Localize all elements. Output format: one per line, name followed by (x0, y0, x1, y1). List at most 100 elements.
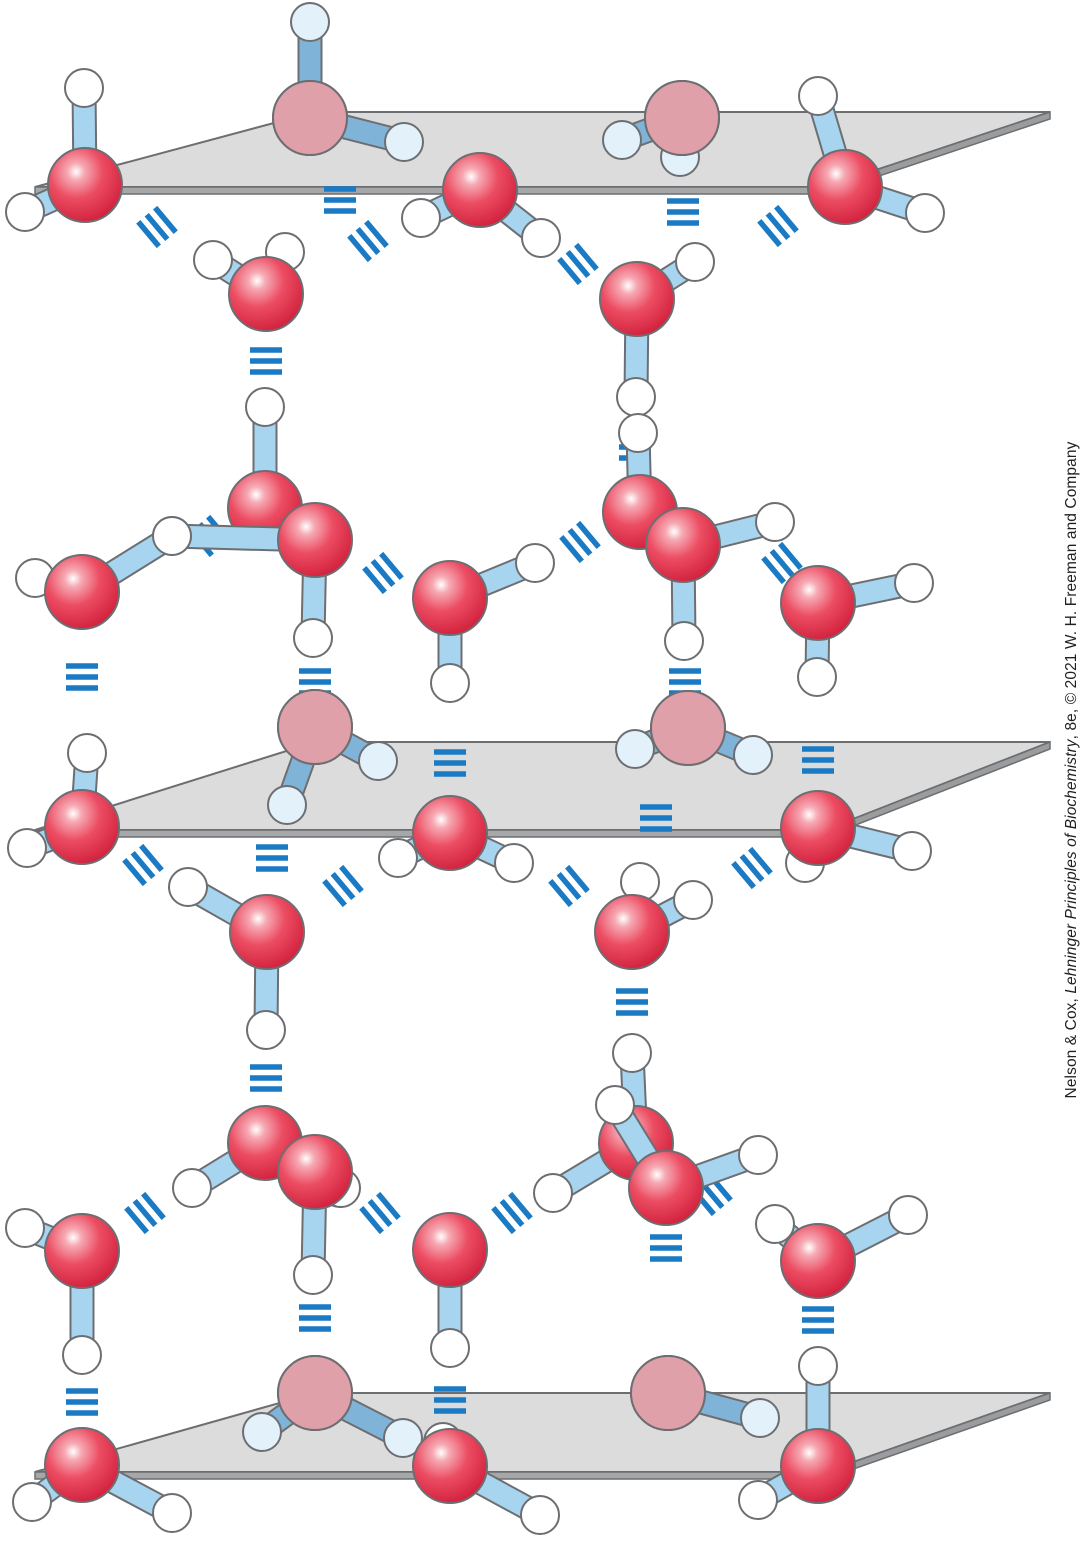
hydrogen-atom-icon (384, 122, 424, 162)
oxygen-atom-icon (44, 789, 120, 865)
oxygen-atom-icon (594, 894, 670, 970)
oxygen-atom-icon (780, 790, 856, 866)
hydrogen-atom-icon (515, 543, 555, 583)
hydrogen-atom-icon (797, 657, 837, 697)
hydrogen-bond-dash (130, 850, 156, 880)
hydrogen-bond-icon (66, 663, 98, 691)
hydrogen-bond-icon (434, 1386, 466, 1414)
hydrogen-bond-icon (757, 204, 799, 248)
oxygen-atom-icon (780, 565, 856, 641)
oxygen-atom-icon (229, 894, 305, 970)
hydrogen-bond-dash (364, 219, 389, 248)
hydrogen-atom-icon (738, 1480, 778, 1520)
oxygen-atom-icon (645, 507, 721, 583)
layer-plane-3 (34, 1392, 1051, 1473)
hydrogen-bond-dash (548, 879, 573, 908)
hydrogen-bond-dash (136, 220, 161, 249)
hydrogen-bond-dash (322, 879, 347, 908)
water-molecule (412, 1422, 560, 1535)
hydrogen-bond-dash (379, 551, 404, 580)
hydrogen-atom-icon (152, 1493, 192, 1533)
hydrogen-atom-icon (675, 242, 715, 282)
water-molecule (630, 1355, 780, 1438)
oxygen-atom-icon (630, 1355, 706, 1431)
oxygen-atom-icon (412, 1212, 488, 1288)
hydrogen-bond-dash (731, 861, 756, 890)
layer-plane-edge (34, 186, 826, 195)
hydrogen-atom-icon (755, 502, 795, 542)
hydrogen-bond-dash (499, 1198, 525, 1228)
hydrogen-bond-icon (256, 844, 288, 872)
hydrogen-atom-icon (430, 663, 470, 703)
hydrogen-bond-icon (616, 988, 648, 1016)
water-molecule (595, 1085, 778, 1226)
hydrogen-atom-icon (12, 1482, 52, 1522)
hydrogen-bond-icon (491, 1191, 533, 1235)
hydrogen-bond-dash (574, 242, 599, 271)
oxygen-atom-icon (277, 1355, 353, 1431)
hydrogen-atom-icon (612, 1033, 652, 1073)
water-molecule (272, 2, 424, 162)
water-molecule (12, 1427, 192, 1533)
hydrogen-bond-icon (122, 843, 164, 887)
oxygen-atom-icon (412, 560, 488, 636)
hydrogen-atom-icon (905, 193, 945, 233)
hydrogen-atom-icon (888, 1195, 928, 1235)
hydrogen-bond-icon (324, 186, 356, 214)
hydrogen-bond-dash (122, 858, 147, 887)
water-molecule (594, 862, 713, 970)
oxygen-atom-icon (599, 261, 675, 337)
hydrogen-atom-icon (430, 1328, 470, 1368)
oxygen-atom-icon (277, 689, 353, 765)
hydrogen-atom-icon (618, 413, 658, 453)
hydrogen-atom-icon (595, 1085, 635, 1125)
water-molecule (412, 1212, 488, 1368)
hydrogen-atom-icon (616, 377, 656, 417)
hydrogen-atom-icon (401, 198, 441, 238)
water-molecule (193, 232, 305, 332)
hydrogen-bond-dash (565, 864, 590, 893)
oxygen-atom-icon (277, 502, 353, 578)
hydrogen-atom-icon (7, 828, 47, 868)
hydrogen-bond-dash (556, 871, 582, 901)
layer-plane-1 (34, 111, 1051, 188)
hydrogen-atom-icon (193, 240, 233, 280)
hydrogen-atom-icon (755, 1204, 795, 1244)
hydrogen-atom-icon (5, 192, 45, 232)
hydrogen-bond-dash (330, 871, 356, 901)
hydrogen-bond-icon (669, 668, 701, 696)
hydrogen-atom-icon (5, 1208, 45, 1248)
hydrogen-atom-icon (242, 1412, 282, 1452)
hydrogen-bond-dash (339, 864, 364, 893)
water-molecule (267, 689, 398, 825)
credit-suffix: , 8e, © 2021 W. H. Freeman and Company (1063, 441, 1080, 740)
hydrogen-atom-icon (172, 1168, 212, 1208)
hydrogen-bond-dash (139, 843, 164, 872)
hydrogen-atom-icon (267, 785, 307, 825)
oxygen-atom-icon (412, 795, 488, 871)
hydrogen-bond-dash (370, 558, 396, 588)
oxygen-atom-icon (44, 554, 120, 630)
hydrogen-bond-dash (144, 212, 170, 242)
hydrogen-atom-icon (521, 218, 561, 258)
hydrogen-atom-icon (738, 1135, 778, 1175)
hydrogen-bond-dash (557, 257, 582, 286)
water-molecule (755, 1195, 928, 1299)
hydrogen-atom-icon (290, 2, 330, 42)
hydrogen-atom-icon (358, 741, 398, 781)
water-molecule (401, 152, 561, 258)
figure-credit: Nelson & Cox, Lehninger Principles of Bi… (1063, 442, 1081, 1099)
hydrogen-bond-dash (141, 1191, 166, 1220)
hydrogen-bond-icon (557, 242, 599, 286)
oxygen-atom-icon (780, 1428, 856, 1504)
hydrogen-bond-dash (739, 853, 765, 883)
water-molecule (168, 867, 305, 1050)
hydrogen-bond-dash (748, 846, 773, 875)
hydrogen-bond-icon (250, 1064, 282, 1092)
water-molecule (15, 516, 192, 630)
hydrogen-bond-icon (731, 846, 773, 890)
hydrogen-bond-dash (559, 535, 584, 564)
hydrogen-bond-icon (802, 1306, 834, 1334)
hydrogen-bond-icon (548, 864, 590, 908)
